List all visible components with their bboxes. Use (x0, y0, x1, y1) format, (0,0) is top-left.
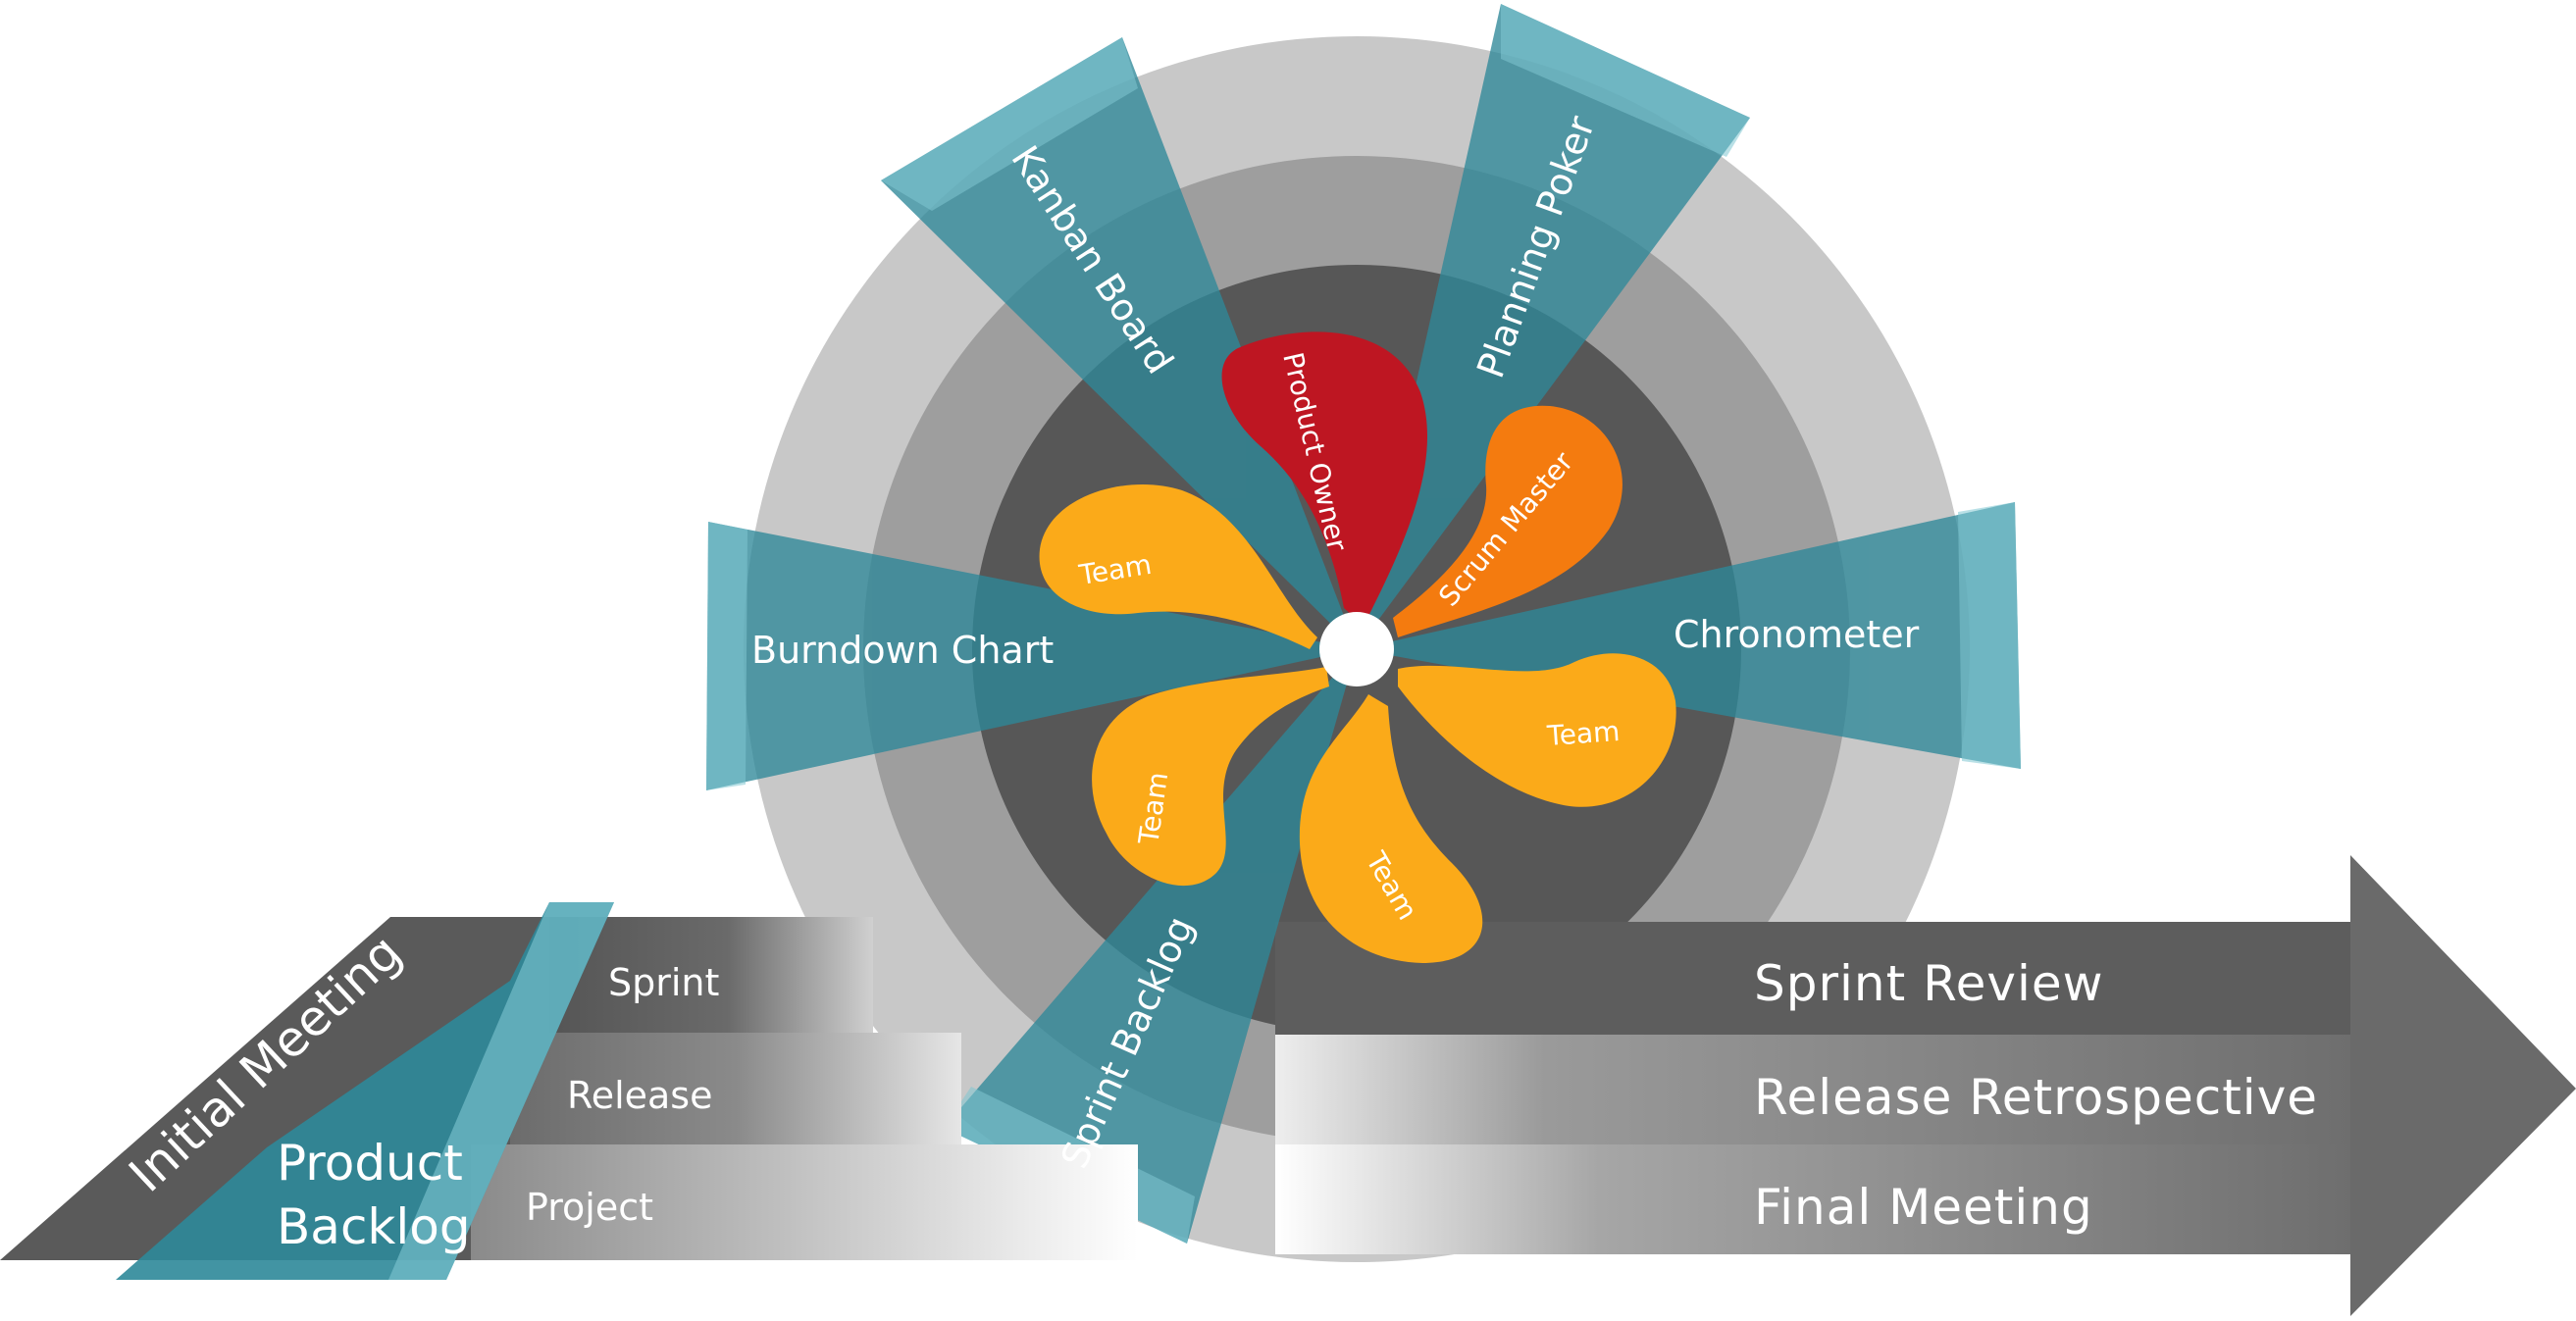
right-band-middle (1275, 1035, 2354, 1144)
scrum-master-petal (1393, 405, 1623, 637)
product-backlog-panel (116, 902, 614, 1280)
release-band (510, 1033, 961, 1144)
release-retrospective-label: Release Retrospective (1754, 1069, 2318, 1126)
planning-poker-wedge (1357, 4, 1750, 649)
poker-tip (1501, 4, 1750, 157)
right-arrow-head (2350, 855, 2576, 1316)
project-label: Project (526, 1186, 653, 1229)
kanban-tip (881, 37, 1138, 211)
sprint-band (549, 917, 873, 1033)
product-owner-petal (1221, 331, 1428, 626)
sprint-review-label: Sprint Review (1754, 955, 2104, 1012)
product-backlog-label-line2: Backlog (277, 1198, 471, 1255)
team-petal-bottom (1299, 694, 1483, 963)
product-backlog-label-line1: Product (277, 1135, 463, 1192)
center-hub (1319, 612, 1394, 686)
project-band (471, 1144, 1138, 1260)
burndown-chart-wedge (706, 522, 1357, 790)
chronometer-wedge (1357, 502, 2021, 769)
team-petal-right (1398, 653, 1676, 807)
team-right-label: Team (1545, 715, 1621, 752)
burndown-chart-label: Burndown Chart (751, 629, 1054, 672)
right-band-bottom (1275, 1144, 2354, 1254)
sprint-backlog-wedge (944, 649, 1357, 1244)
kanban-board-wedge (881, 37, 1357, 649)
chronometer-label: Chronometer (1674, 613, 1920, 656)
left-arrow: Initial Meeting Product Backlog Sprint R… (0, 902, 1138, 1280)
product-backlog-panel-light (388, 902, 614, 1280)
tool-wedges (706, 4, 2021, 1244)
final-meeting-label: Final Meeting (1754, 1179, 2093, 1236)
burndown-tip (706, 522, 747, 790)
chronometer-tip (1958, 502, 2021, 769)
release-label: Release (567, 1074, 712, 1117)
role-petals (1039, 331, 1676, 963)
team-petal-left (1039, 483, 1317, 649)
sprint-label: Sprint (608, 961, 719, 1004)
team-petal-lower-left (1092, 667, 1329, 887)
